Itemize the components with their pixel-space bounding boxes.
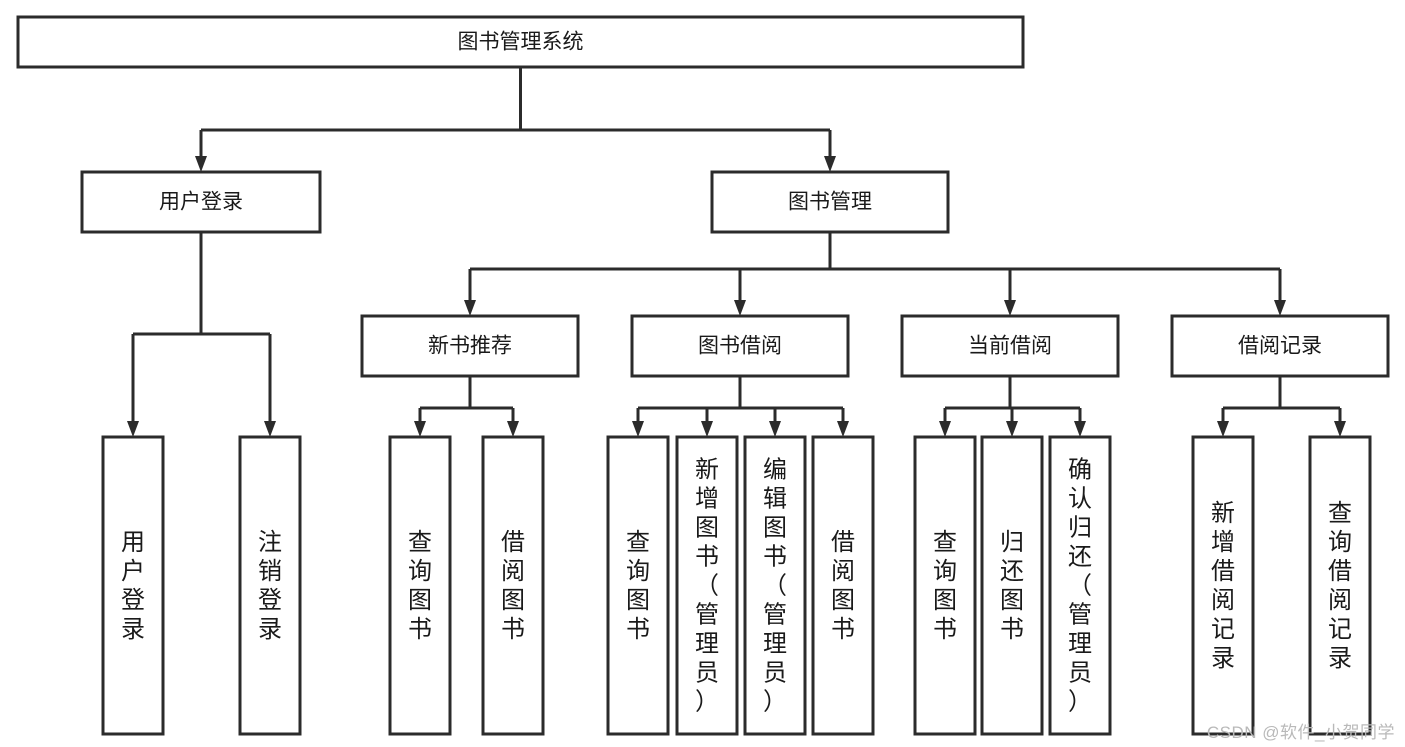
node-box	[360, 314, 580, 378]
node-box	[1191, 435, 1255, 736]
node-user-login[interactable]: 用户登录	[80, 170, 322, 234]
node-label: 图书管理系统	[458, 31, 584, 54]
node-borrow-record[interactable]: 借阅记录	[1170, 314, 1390, 378]
node-leaf-borrow-book-1[interactable]: 借阅图书	[481, 435, 545, 736]
node-box	[1170, 314, 1390, 378]
arrow-head-icon	[1274, 300, 1286, 316]
arrow-head-icon	[1074, 421, 1086, 437]
node-label: 确认归还（管理员）	[1068, 457, 1092, 716]
node-box	[1308, 435, 1372, 736]
node-leaf-user-login[interactable]: 用户登录	[101, 435, 165, 736]
node-box	[980, 435, 1044, 736]
node-box	[811, 435, 875, 736]
node-root[interactable]: 图书管理系统	[16, 15, 1025, 69]
arrow-head-icon	[127, 421, 139, 437]
node-box	[388, 435, 452, 736]
arrow-head-icon	[464, 300, 476, 316]
arrow-head-icon	[195, 156, 207, 172]
node-leaf-logout[interactable]: 注销登录	[238, 435, 302, 736]
arrow-head-icon	[1006, 421, 1018, 437]
node-leaf-add-record[interactable]: 新增借阅记录	[1191, 435, 1255, 736]
node-label: 图书管理	[788, 191, 872, 214]
node-label: 借阅记录	[1238, 335, 1322, 358]
node-leaf-return-book[interactable]: 归还图书	[980, 435, 1044, 736]
node-box	[606, 435, 670, 736]
arrow-head-icon	[1217, 421, 1229, 437]
node-label: 查询图书	[933, 529, 957, 643]
node-leaf-add-book[interactable]: 新增图书（管理员）	[675, 435, 739, 736]
node-label: 新增借阅记录	[1211, 500, 1235, 672]
node-label: 查询图书	[408, 529, 432, 643]
node-box	[101, 435, 165, 736]
node-current-borrow[interactable]: 当前借阅	[900, 314, 1120, 378]
node-box	[1048, 435, 1112, 736]
arrow-head-icon	[939, 421, 951, 437]
connector-layer	[127, 67, 1346, 437]
node-label: 借阅图书	[501, 529, 525, 643]
node-leaf-query-record[interactable]: 查询借阅记录	[1308, 435, 1372, 736]
node-book-borrow[interactable]: 图书借阅	[630, 314, 850, 378]
node-layer: 图书管理系统用户登录图书管理新书推荐图书借阅当前借阅借阅记录用户登录注销登录查询…	[16, 15, 1390, 736]
node-box	[80, 170, 322, 234]
node-label: 用户登录	[121, 529, 145, 643]
node-label: 编辑图书（管理员）	[763, 457, 787, 716]
arrow-head-icon	[414, 421, 426, 437]
node-box	[913, 435, 977, 736]
node-box	[238, 435, 302, 736]
node-box	[743, 435, 807, 736]
arrow-head-icon	[632, 421, 644, 437]
node-box	[630, 314, 850, 378]
node-leaf-query-book-2[interactable]: 查询图书	[606, 435, 670, 736]
node-label: 借阅图书	[831, 529, 855, 643]
arrow-head-icon	[734, 300, 746, 316]
arrow-head-icon	[824, 156, 836, 172]
node-label: 新增图书（管理员）	[695, 457, 719, 716]
arrow-head-icon	[264, 421, 276, 437]
node-box	[675, 435, 739, 736]
node-book-manage[interactable]: 图书管理	[710, 170, 950, 234]
node-leaf-confirm-return[interactable]: 确认归还（管理员）	[1048, 435, 1112, 736]
node-label: 用户登录	[159, 191, 243, 214]
node-label: 当前借阅	[968, 335, 1052, 358]
node-box	[16, 15, 1025, 69]
arrow-head-icon	[769, 421, 781, 437]
csdn-watermark: CSDN @软件_小贺同学	[1206, 723, 1395, 742]
node-box	[481, 435, 545, 736]
node-leaf-query-book-1[interactable]: 查询图书	[388, 435, 452, 736]
arrow-head-icon	[1334, 421, 1346, 437]
arrow-head-icon	[507, 421, 519, 437]
node-leaf-edit-book[interactable]: 编辑图书（管理员）	[743, 435, 807, 736]
node-label: 新书推荐	[428, 335, 512, 358]
node-new-book-rec[interactable]: 新书推荐	[360, 314, 580, 378]
node-label: 查询借阅记录	[1328, 500, 1352, 672]
node-leaf-query-book-3[interactable]: 查询图书	[913, 435, 977, 736]
node-label: 图书借阅	[698, 335, 782, 358]
arrow-head-icon	[837, 421, 849, 437]
arrow-head-icon	[1004, 300, 1016, 316]
node-label: 归还图书	[1000, 529, 1024, 643]
node-label: 注销登录	[258, 529, 282, 643]
node-label: 查询图书	[626, 529, 650, 643]
node-box	[900, 314, 1120, 378]
arrow-head-icon	[701, 421, 713, 437]
node-box	[710, 170, 950, 234]
node-leaf-borrow-book-2[interactable]: 借阅图书	[811, 435, 875, 736]
